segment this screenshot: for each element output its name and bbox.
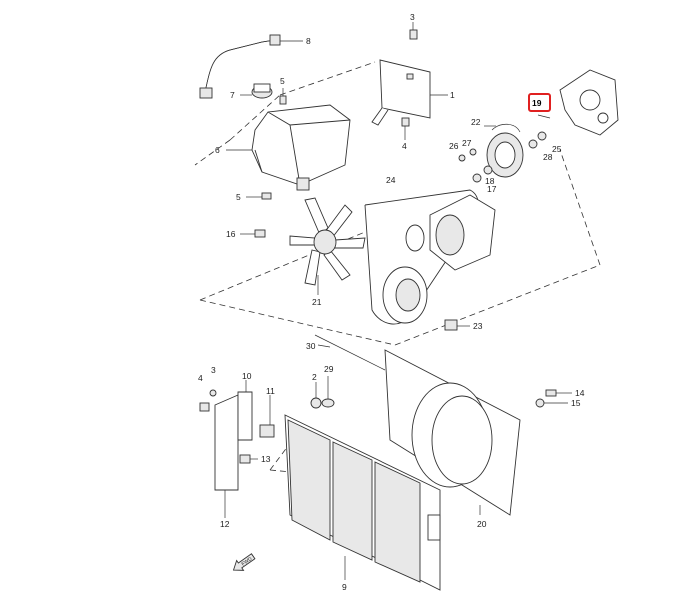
bolt-14[interactable] xyxy=(545,389,572,397)
bolt-13[interactable] xyxy=(239,454,258,464)
callout-22: 22 xyxy=(471,117,481,127)
nut-17[interactable] xyxy=(472,173,482,183)
callout-8: 8 xyxy=(306,36,311,46)
callout-20: 20 xyxy=(477,519,487,529)
bolt-4-upper[interactable] xyxy=(401,117,410,140)
nut-18[interactable] xyxy=(483,165,493,175)
highlight-box xyxy=(528,93,551,112)
bracket-10[interactable] xyxy=(237,380,253,441)
callout-7: 7 xyxy=(230,90,235,100)
mount-2[interactable] xyxy=(310,382,322,409)
callout-10: 10 xyxy=(242,371,252,381)
callout-17: 17 xyxy=(487,184,497,194)
fwd-label: FWD xyxy=(241,556,254,568)
callout-9: 9 xyxy=(342,582,347,592)
washer-15[interactable] xyxy=(535,398,568,408)
pin-19[interactable] xyxy=(537,114,551,119)
callout-28: 28 xyxy=(543,152,553,162)
fan-clutch[interactable] xyxy=(484,123,524,178)
callout-23: 23 xyxy=(473,321,483,331)
callout-13: 13 xyxy=(261,454,271,464)
forward-direction-marker: FWD xyxy=(232,553,256,571)
water-pump-housing[interactable] xyxy=(559,69,619,136)
seal-strip-30[interactable] xyxy=(314,334,386,371)
clip-23[interactable] xyxy=(444,319,470,331)
callout-16: 16 xyxy=(226,229,236,239)
radiator-stay[interactable] xyxy=(214,394,239,518)
callout-19: 19 xyxy=(532,98,542,108)
cooling-fan[interactable] xyxy=(289,197,366,295)
washer-26[interactable] xyxy=(458,154,466,162)
callout-21: 21 xyxy=(312,297,322,307)
bolt-3-lower[interactable] xyxy=(209,389,217,397)
bolt-3-top[interactable] xyxy=(409,22,418,40)
callout-5b: 5 xyxy=(236,192,241,202)
callout-3b: 3 xyxy=(211,365,216,375)
bolt-5-upper[interactable] xyxy=(279,88,287,105)
callout-labels: 1 2 3 3 4 4 5 5 6 7 8 9 10 11 12 13 14 1… xyxy=(198,12,585,592)
callout-30: 30 xyxy=(306,341,316,351)
reservoir-cap[interactable] xyxy=(240,83,273,99)
callout-3: 3 xyxy=(410,12,415,22)
callout-15: 15 xyxy=(571,398,581,408)
bush-29[interactable] xyxy=(321,376,335,408)
callout-29: 29 xyxy=(324,364,334,374)
crank-pulley[interactable] xyxy=(382,266,428,324)
callout-27: 27 xyxy=(462,138,472,148)
callout-5: 5 xyxy=(280,76,285,86)
bolt-5-lower[interactable] xyxy=(246,192,272,200)
callout-25: 25 xyxy=(552,144,562,154)
callout-4: 4 xyxy=(402,141,407,151)
callout-24: 24 xyxy=(386,175,396,185)
fan-shroud[interactable] xyxy=(384,349,521,516)
washer-25[interactable] xyxy=(537,131,547,141)
coolant-hose[interactable] xyxy=(199,34,303,99)
reservoir-bracket[interactable] xyxy=(371,59,448,126)
bolt-4-lower[interactable] xyxy=(199,402,210,412)
washer-28[interactable] xyxy=(528,139,538,149)
callout-11: 11 xyxy=(266,386,275,396)
rubber-pad-11[interactable] xyxy=(259,395,275,438)
callout-2: 2 xyxy=(312,372,317,382)
callout-6: 6 xyxy=(215,145,220,155)
callout-12: 12 xyxy=(220,519,230,529)
callout-14: 14 xyxy=(575,388,585,398)
washer-27[interactable] xyxy=(469,148,477,156)
alternator[interactable] xyxy=(405,194,496,271)
callout-4b: 4 xyxy=(198,373,203,383)
coolant-reservoir[interactable] xyxy=(226,104,351,191)
callout-1: 1 xyxy=(450,90,455,100)
callout-26: 26 xyxy=(449,141,459,151)
radiator[interactable] xyxy=(284,414,441,591)
bolt-16[interactable] xyxy=(240,229,266,238)
callout-18: 18 xyxy=(485,176,495,186)
